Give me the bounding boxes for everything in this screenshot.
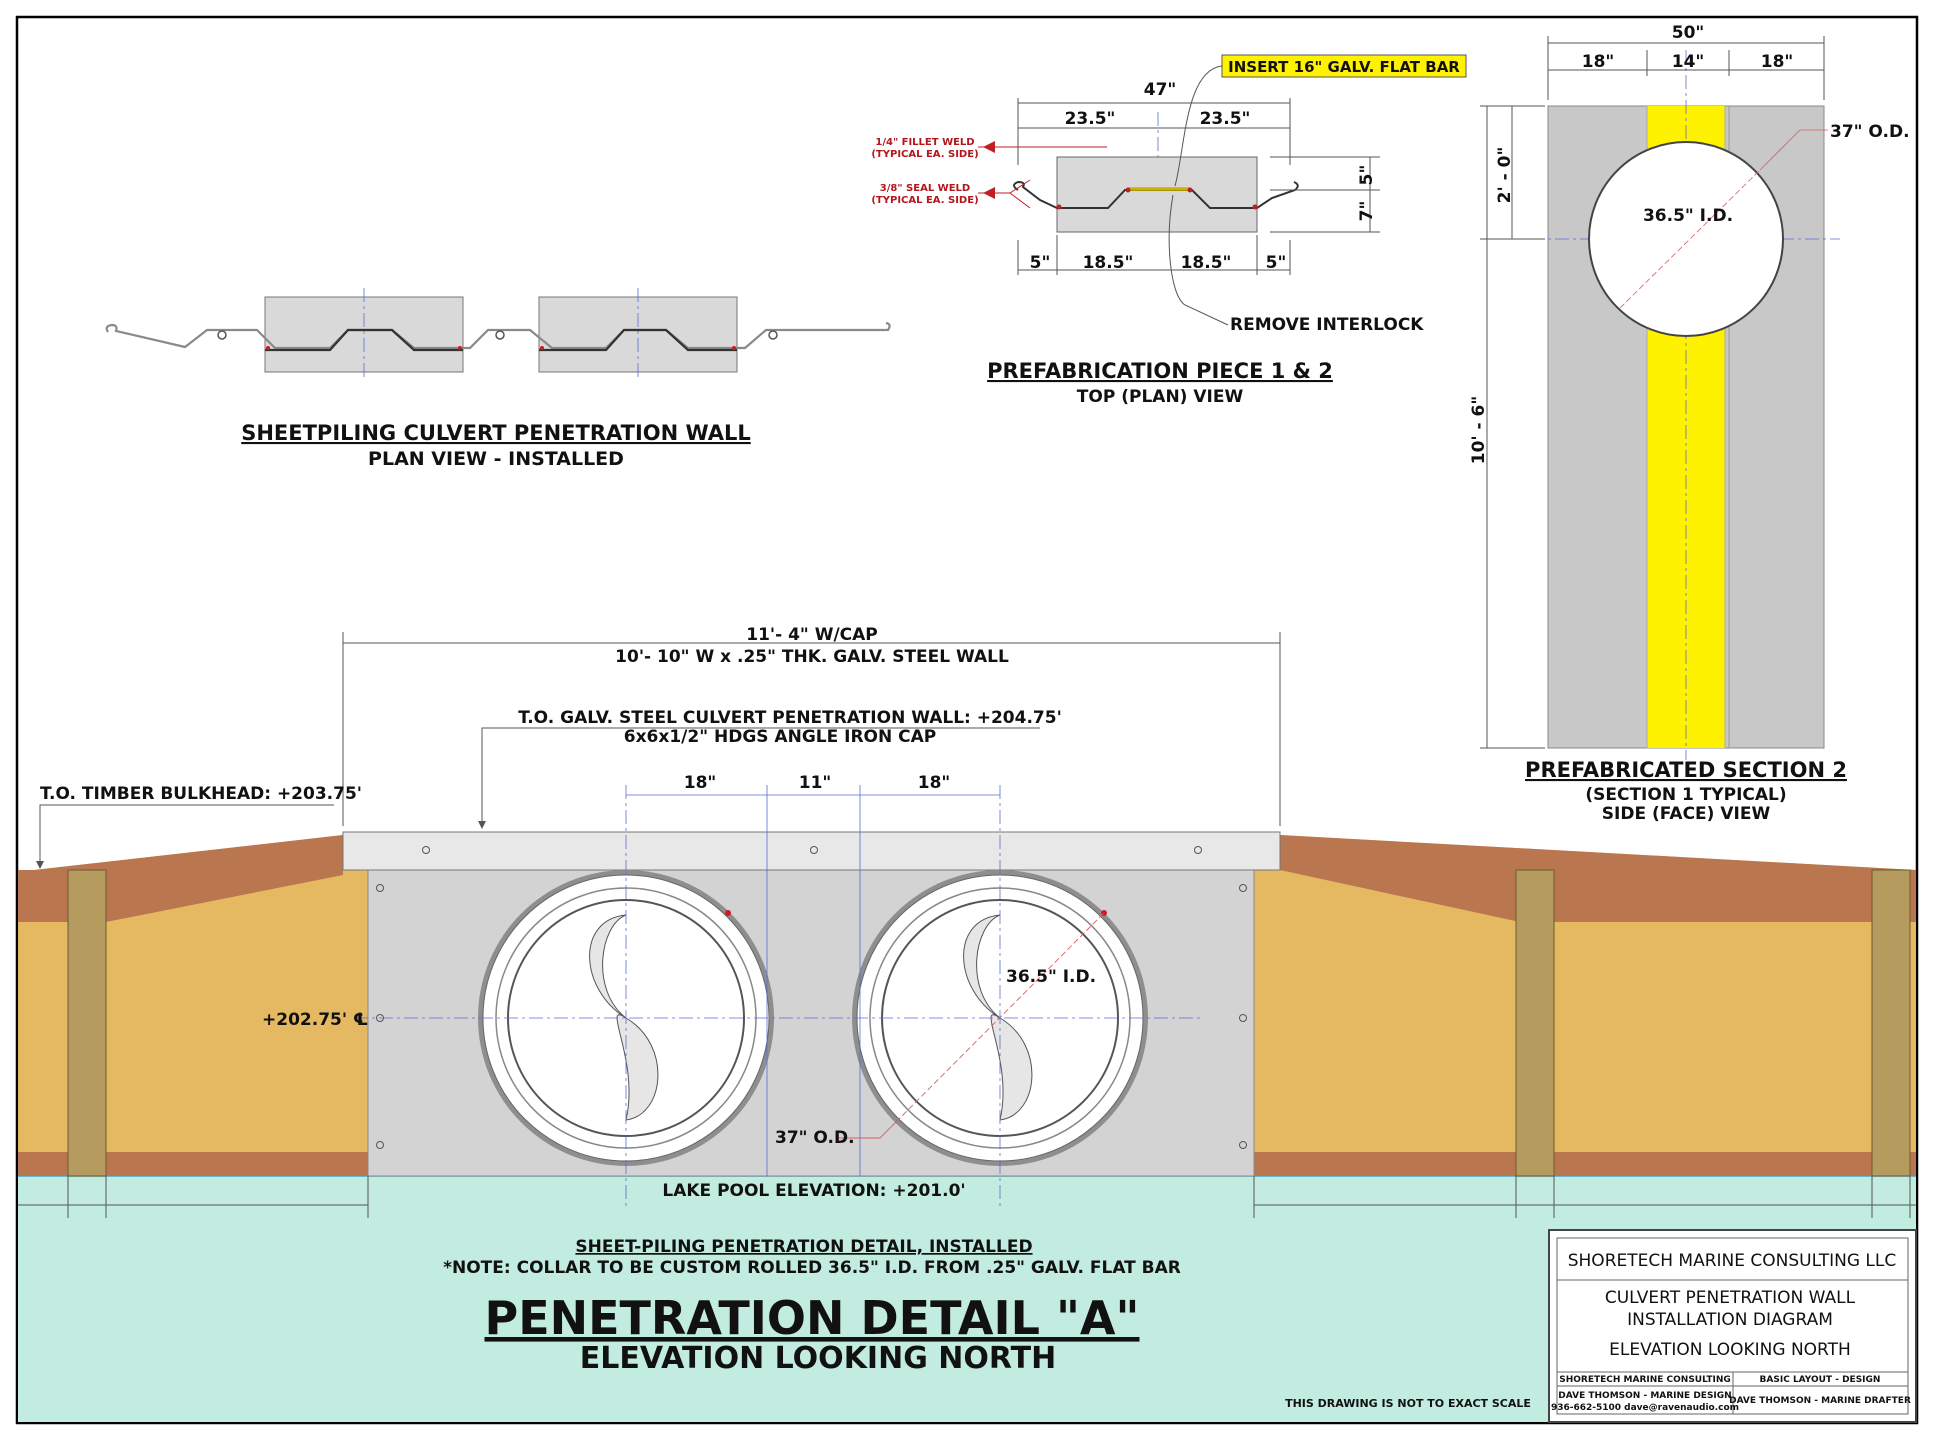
tb-cell-4: DAVE THOMSON - MARINE DRAFTER <box>1729 1396 1911 1406</box>
tb-line3: ELEVATION LOOKING NORTH <box>1609 1340 1851 1360</box>
section-subtitle-2: SIDE (FACE) VIEW <box>1602 804 1771 824</box>
left-timber-post <box>67 869 107 1177</box>
tb-company: SHORETECH MARINE CONSULTING LLC <box>1568 1251 1897 1271</box>
section-title: PREFABRICATED SECTION 2 <box>1525 758 1847 782</box>
dim-b4: 5" <box>1266 253 1287 273</box>
section-subtitle-1: (SECTION 1 TYPICAL) <box>1585 785 1786 805</box>
culvert-od-label: 37" O.D. <box>775 1128 855 1148</box>
scale-note: THIS DRAWING IS NOT TO EXACT SCALE <box>1285 1397 1531 1410</box>
insert-leader <box>1174 65 1223 187</box>
dim-half-left: 23.5" <box>1065 109 1116 129</box>
fillet-weld-note: (TYPICAL EA. SIDE) <box>871 149 978 160</box>
sheetpile-profile-outer <box>105 321 891 350</box>
plan-view-title: SHEETPILING CULVERT PENETRATION WALL <box>241 421 751 445</box>
cap-label-2: 6x6x1/2" HDGS ANGLE IRON CAP <box>624 727 937 747</box>
cap-label-1: T.O. GALV. STEEL CULVERT PENETRATION WAL… <box>518 708 1062 728</box>
span-right: 18" <box>918 773 951 793</box>
detail-note: *NOTE: COLLAR TO BE CUSTOM ROLLED 36.5" … <box>443 1258 1181 1278</box>
dim-b3: 18.5" <box>1181 253 1232 273</box>
right-timber-post-2 <box>1871 869 1911 1177</box>
lake-elevation-label: LAKE POOL ELEVATION: +201.0' <box>662 1181 965 1201</box>
section-dim-top: 2' - 0" <box>1495 147 1515 204</box>
section-dim-middle: 14" <box>1672 52 1705 72</box>
dim-b1: 5" <box>1030 253 1051 273</box>
right-bank-cap <box>1280 835 1916 922</box>
remove-interlock-leader <box>1168 194 1229 326</box>
detail-titles: SHEET-PILING PENETRATION DETAIL, INSTALL… <box>443 1237 1531 1410</box>
prefab-block <box>1056 156 1258 233</box>
section-dim-right: 18" <box>1761 52 1794 72</box>
dim-half-right: 23.5" <box>1200 109 1251 129</box>
elevation-width-top: 11'- 4" W/CAP <box>746 625 878 645</box>
bulkhead-label: T.O. TIMBER BULKHEAD: +203.75' <box>40 784 362 804</box>
insert-flat-bar-label: INSERT 16" GALV. FLAT BAR <box>1228 58 1460 76</box>
dim-depth-top: 5" <box>1357 165 1377 186</box>
tb-cell-2: BASIC LAYOUT - DESIGN <box>1760 1375 1881 1385</box>
section-id-label: 36.5" I.D. <box>1643 206 1733 226</box>
prefab-plan-view: 47" 23.5" 23.5" 5" 7" 5" 18.5" 18.5" 5" … <box>871 54 1467 407</box>
prefab-block-2 <box>538 296 738 373</box>
fillet-weld-label: 1/4" FILLET WELD <box>875 137 974 148</box>
section-culvert-hole <box>1588 141 1784 337</box>
centerline-label: +202.75' ℄ <box>262 1010 368 1030</box>
dim-overall: 47" <box>1144 80 1177 100</box>
tb-line1: CULVERT PENETRATION WALL <box>1605 1288 1856 1308</box>
section-dim-left: 18" <box>1582 52 1615 72</box>
sheetpile-profile-right <box>539 328 737 352</box>
detail-underline-title: SHEET-PILING PENETRATION DETAIL, INSTALL… <box>575 1237 1032 1257</box>
title-block: SHORETECH MARINE CONSULTING LLC CULVERT … <box>1548 1229 1917 1423</box>
angle-iron-cap <box>342 831 1281 871</box>
seal-weld-label: 3/8" SEAL WELD <box>880 183 970 194</box>
section-dim-height: 10' - 6" <box>1469 396 1489 464</box>
tb-cell-3a: DAVE THOMSON - MARINE DESIGN <box>1558 1391 1731 1401</box>
elevation-width-bottom: 10'- 10" W x .25" THK. GALV. STEEL WALL <box>615 647 1009 667</box>
dim-b2: 18.5" <box>1083 253 1134 273</box>
section-od-label: 37" O.D. <box>1830 122 1910 142</box>
prefab-profile <box>1013 180 1299 209</box>
sheet-border <box>15 15 1919 1425</box>
culvert-id-label: 36.5" I.D. <box>1006 967 1096 987</box>
prefab-plan-subtitle: TOP (PLAN) VIEW <box>1077 387 1244 407</box>
plan-view-subtitle: PLAN VIEW - INSTALLED <box>368 448 624 470</box>
tb-cell-1: SHORETECH MARINE CONSULTING <box>1559 1375 1731 1385</box>
section-dim-width: 50" <box>1672 23 1705 43</box>
dim-depth-bottom: 7" <box>1357 201 1377 222</box>
sheetpile-profile-left <box>265 328 463 352</box>
span-mid: 11" <box>799 773 832 793</box>
tb-line2: INSTALLATION DIAGRAM <box>1627 1310 1833 1330</box>
remove-interlock-label: REMOVE INTERLOCK <box>1230 315 1424 335</box>
detail-subtitle: ELEVATION LOOKING NORTH <box>580 1341 1056 1376</box>
prefab-plan-title: PREFABRICATION PIECE 1 & 2 <box>987 359 1333 383</box>
seal-weld-note: (TYPICAL EA. SIDE) <box>871 195 978 206</box>
tb-cell-3b: 936-662-5100 dave@ravenaudio.com <box>1551 1403 1739 1413</box>
span-left: 18" <box>684 773 717 793</box>
right-timber-post-1 <box>1515 869 1555 1177</box>
plan-view-installed: SHEETPILING CULVERT PENETRATION WALL PLA… <box>105 288 891 470</box>
prefab-section-view: 50" 18" 14" 18" 2' - 0" 10' - 6" 37" O.D… <box>1469 23 1910 824</box>
detail-title: PENETRATION DETAIL "A" <box>485 1291 1140 1345</box>
